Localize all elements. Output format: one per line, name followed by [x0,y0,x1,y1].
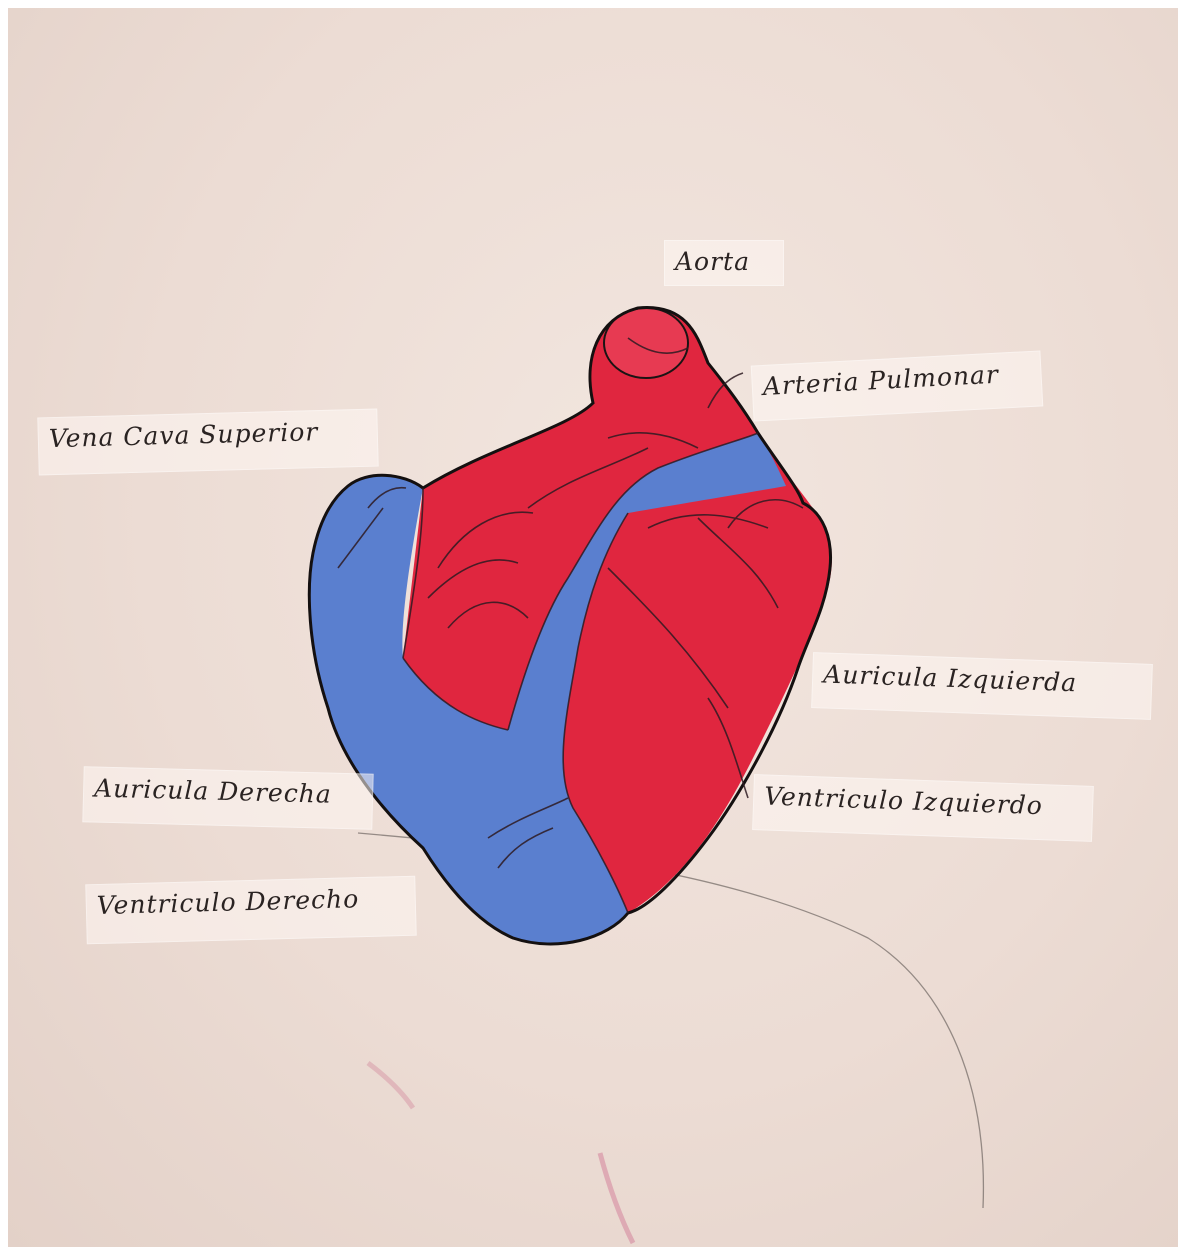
wall-mark-1 [368,1063,413,1108]
heart-drawing [8,8,1178,1247]
heart-diagram-frame: Aorta Arteria Pulmonar Vena Cava Superio… [8,8,1178,1247]
label-ventriculo-izquierdo: Ventriculo Izquierdo [752,774,1094,842]
label-vena-cava-superior: Vena Cava Superior [37,409,378,476]
label-aorta: Aorta [664,240,784,286]
label-auricula-izquierda: Auricula Izquierda [811,652,1153,720]
label-auricula-derecha: Auricula Derecha [82,766,373,830]
label-ventriculo-derecho: Ventriculo Derecho [85,876,416,945]
wall-mark-2 [600,1153,633,1243]
